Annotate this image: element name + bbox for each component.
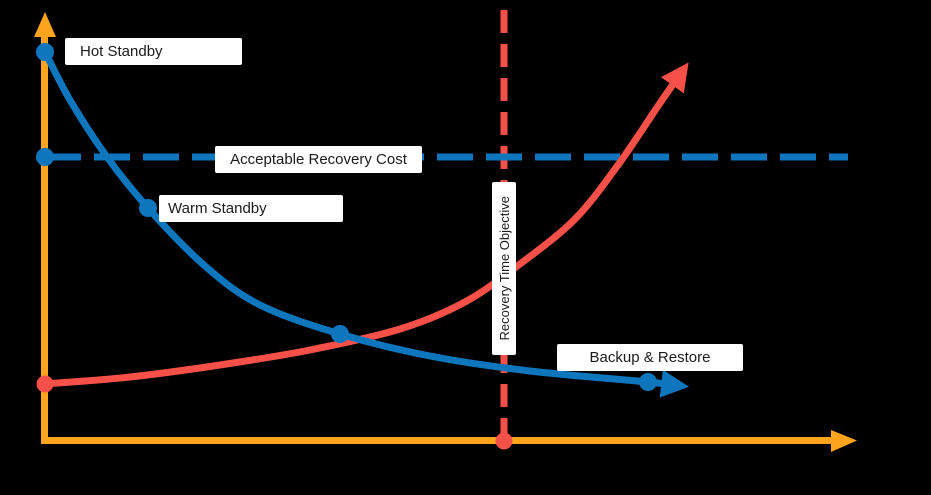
curve-dot: [36, 148, 54, 166]
curve-dot: [36, 375, 54, 393]
recovery-time-objective-label: Recovery Time Objective: [492, 182, 516, 355]
curve-dot: [331, 325, 349, 343]
curve-dot: [139, 199, 157, 217]
x-axis-arrow-icon: [831, 430, 857, 452]
recovery-time-objective-text: Recovery Time Objective: [496, 196, 512, 341]
curve-dot: [495, 432, 513, 450]
backup-restore-label: Backup & Restore: [557, 344, 743, 371]
curve-dot: [36, 43, 54, 61]
y-axis-arrow-icon: [34, 12, 56, 37]
recovery-cost-curve: [41, 48, 690, 398]
curve-point-dots: [36, 43, 657, 450]
warm-standby-label: Warm Standby: [159, 195, 343, 222]
hot-standby-label: Hot Standby: [65, 38, 242, 65]
acceptable-recovery-cost-label: Acceptable Recovery Cost: [215, 146, 422, 173]
curve-dot: [639, 373, 657, 391]
downtime-cost-curve: [41, 62, 689, 388]
